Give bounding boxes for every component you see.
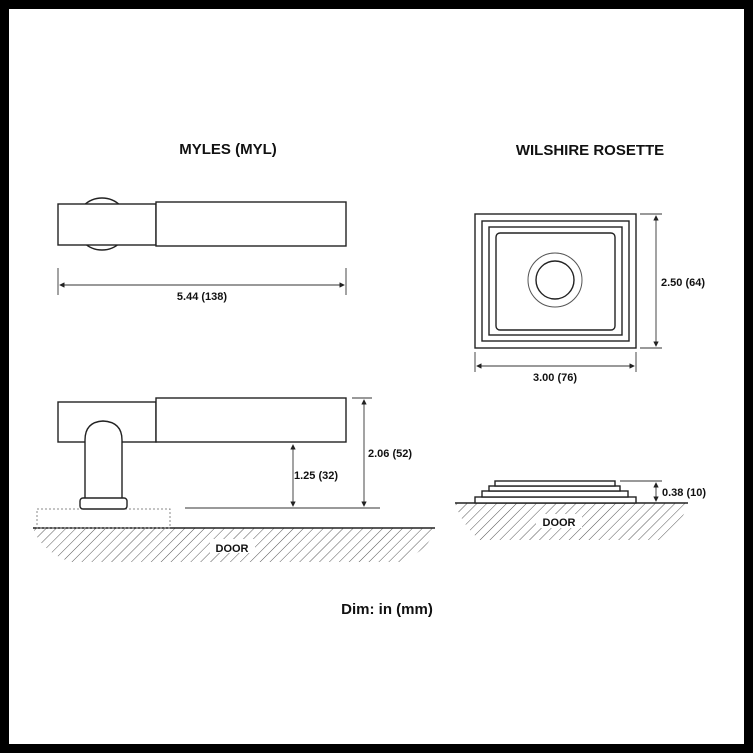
door-label-right: DOOR [543,517,576,529]
rosette-width-dim: 3.00 (76) [533,372,577,384]
door-label-left: DOOR [216,543,249,555]
wilshire-front-view [474,213,662,372]
wilshire-side-view [455,480,688,540]
myles-projection-dim: 2.06 (52) [368,448,412,460]
wilshire-title: WILSHIRE ROSETTE [516,142,664,159]
myles-side-view [33,397,435,562]
myles-clearance-dim: 1.25 (32) [294,470,338,482]
rosette-height-dim: 2.50 (64) [661,277,705,289]
myles-title: MYLES (MYL) [179,141,277,158]
units-label: Dim: in (mm) [341,601,433,618]
myles-length-dim: 5.44 (138) [177,291,227,303]
myles-top-view [57,197,347,295]
rosette-thickness-dim: 0.38 (10) [662,487,706,499]
